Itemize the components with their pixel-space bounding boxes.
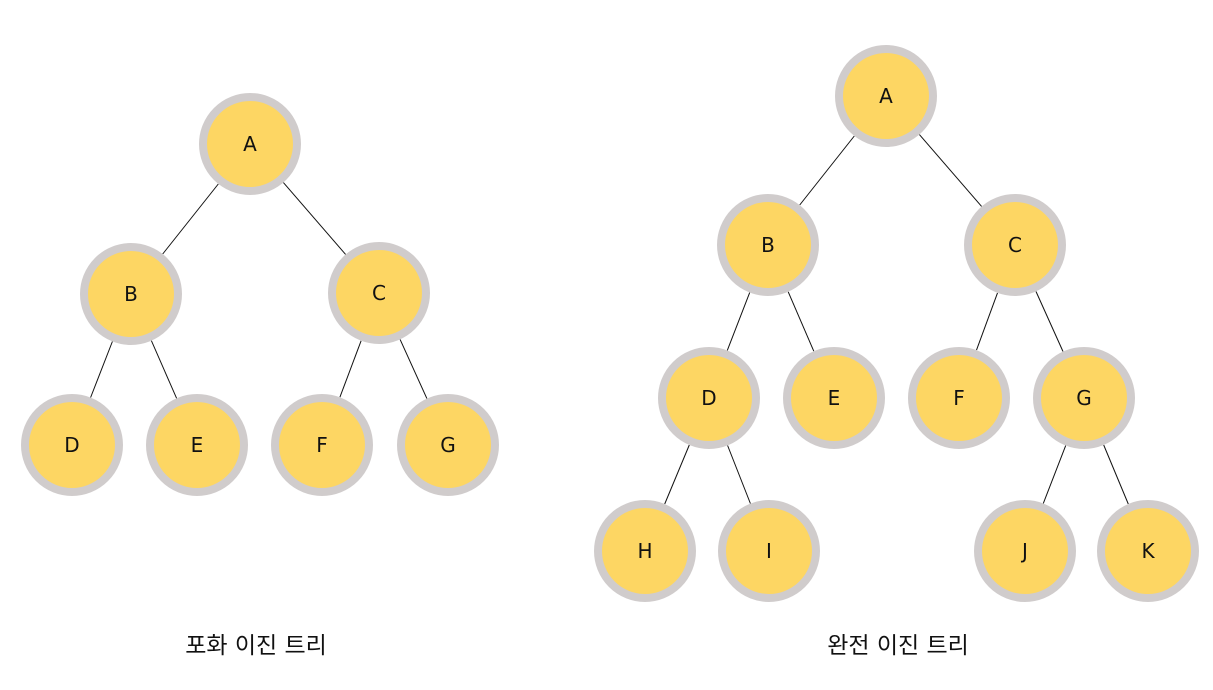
tree-node-a: A (199, 93, 301, 195)
node-circle (964, 194, 1066, 296)
tree-node-g: G (1033, 347, 1135, 449)
node-circle (1033, 347, 1135, 449)
tree-node-f: F (908, 347, 1010, 449)
edge-b-d (90, 341, 113, 398)
edge-a-c (283, 182, 346, 255)
node-label: H (637, 539, 652, 563)
tree-node-e: E (783, 347, 885, 449)
node-label: K (1141, 539, 1155, 563)
tree-node-a: A (835, 45, 937, 147)
edge-a-c (919, 134, 982, 207)
node-label: G (1076, 386, 1092, 410)
node-label: C (372, 281, 386, 305)
node-label: C (1008, 233, 1022, 257)
edge-c-g (1035, 291, 1064, 352)
node-label: E (828, 386, 841, 410)
edge-c-g (399, 339, 428, 399)
node-circle (328, 242, 430, 344)
caption-perfect-binary-tree: 포화 이진 트리 (185, 633, 327, 659)
tree-node-j: J (974, 500, 1076, 602)
node-circle (594, 500, 696, 602)
node-label: B (761, 233, 775, 257)
edge-d-h (664, 444, 690, 505)
tree-node-h: H (594, 500, 696, 602)
tree-node-c: C (328, 242, 430, 344)
tree-node-f: F (271, 394, 373, 496)
tree-node-d: D (658, 347, 760, 449)
edge-g-j (1042, 445, 1067, 504)
tree-node-d: D (21, 394, 123, 496)
node-circle (717, 194, 819, 296)
tree-node-i: I (718, 500, 820, 602)
node-label: G (440, 433, 456, 457)
tree-node-c: C (964, 194, 1066, 296)
node-circle (146, 394, 248, 496)
edge-b-e (150, 340, 178, 399)
perfect-binary-tree: A B C D E F G (21, 93, 499, 496)
node-label: D (64, 433, 79, 457)
edge-g-k (1103, 444, 1129, 505)
node-circle (1097, 500, 1199, 602)
node-circle (658, 347, 760, 449)
node-circle (21, 394, 123, 496)
node-label: E (191, 433, 204, 457)
node-label: J (1020, 539, 1028, 563)
edge-d-i (727, 445, 751, 504)
node-circle (783, 347, 885, 449)
node-circle (974, 500, 1076, 602)
node-circle (199, 93, 301, 195)
tree-node-b: B (80, 243, 182, 345)
node-circle (80, 243, 182, 345)
node-circle (271, 394, 373, 496)
edge-b-e (787, 291, 815, 352)
tree-node-k: K (1097, 500, 1199, 602)
caption-complete-binary-tree: 완전 이진 트리 (827, 633, 969, 659)
node-circle (718, 500, 820, 602)
node-circle (397, 394, 499, 496)
node-label: A (879, 84, 893, 108)
tree-node-e: E (146, 394, 248, 496)
node-label: F (316, 433, 328, 457)
tree-node-g: G (397, 394, 499, 496)
edge-c-f (339, 340, 362, 398)
node-circle (835, 45, 937, 147)
edge-a-b (162, 183, 219, 255)
node-label: B (124, 282, 138, 306)
node-circle (908, 347, 1010, 449)
edge-b-d (726, 292, 751, 351)
complete-binary-tree: A B C D E F G H I J K (594, 45, 1199, 602)
node-label: D (701, 386, 716, 410)
node-label: A (243, 132, 257, 156)
edge-c-f (976, 292, 998, 351)
edge-a-b (799, 135, 855, 206)
tree-node-b: B (717, 194, 819, 296)
node-label: I (766, 539, 772, 563)
node-label: F (953, 386, 965, 410)
